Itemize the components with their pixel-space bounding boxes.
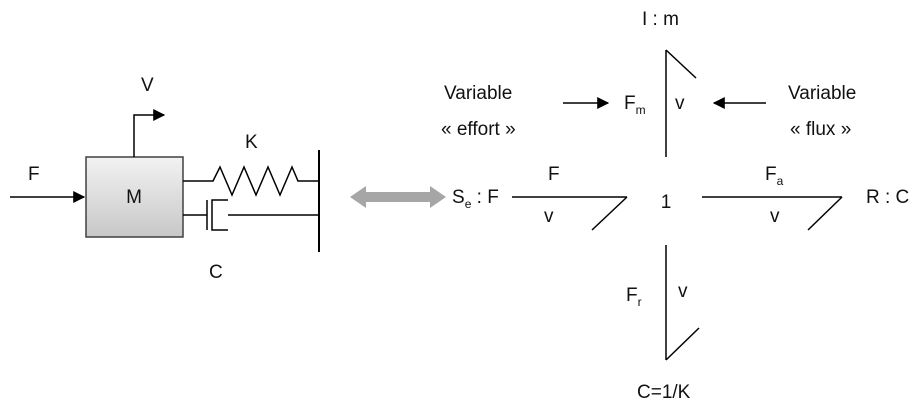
effort-annotation-line2: « effort » [441, 119, 516, 140]
source-bond-effort: F [548, 164, 560, 185]
velocity-label: V [141, 75, 154, 96]
spring-label: K [245, 132, 258, 153]
capacitance-element: C=1/K [637, 382, 691, 403]
mass-label: M [126, 187, 142, 208]
spring [183, 165, 319, 197]
damper [183, 199, 319, 231]
mechanical-system: F M V K C [10, 75, 320, 283]
inertia-bond-flow: v [675, 93, 685, 114]
inertia-bond [665, 49, 697, 157]
capacitance-bond-effort: Fr [626, 285, 642, 309]
resistance-bond-flow: v [770, 206, 780, 227]
velocity-arrow [133, 109, 166, 157]
junction-label: 1 [661, 192, 672, 213]
damper-label: C [209, 262, 223, 283]
bond-graph: 1 Se : F F v I : m Fm v Variable « effor… [441, 9, 909, 403]
resistance-bond-effort: Fa [765, 164, 784, 188]
mass-block [85, 156, 184, 238]
source-bond-flow: v [544, 206, 554, 227]
resistance-bond [702, 196, 843, 231]
effort-annotation-line1: Variable [444, 83, 512, 104]
force-label: F [28, 164, 40, 185]
equivalence-arrow [350, 186, 446, 208]
inertia-bond-effort: Fm [624, 93, 646, 117]
inertia-element: I : m [642, 9, 679, 30]
capacitance-bond-flow: v [678, 281, 688, 302]
capacitance-bond [665, 245, 700, 361]
flux-annotation-line2: « flux » [790, 119, 851, 140]
flux-annotation-line1: Variable [788, 83, 856, 104]
source-element: Se : F [452, 187, 499, 211]
source-bond [512, 196, 628, 231]
resistance-element: R : C [866, 187, 909, 208]
